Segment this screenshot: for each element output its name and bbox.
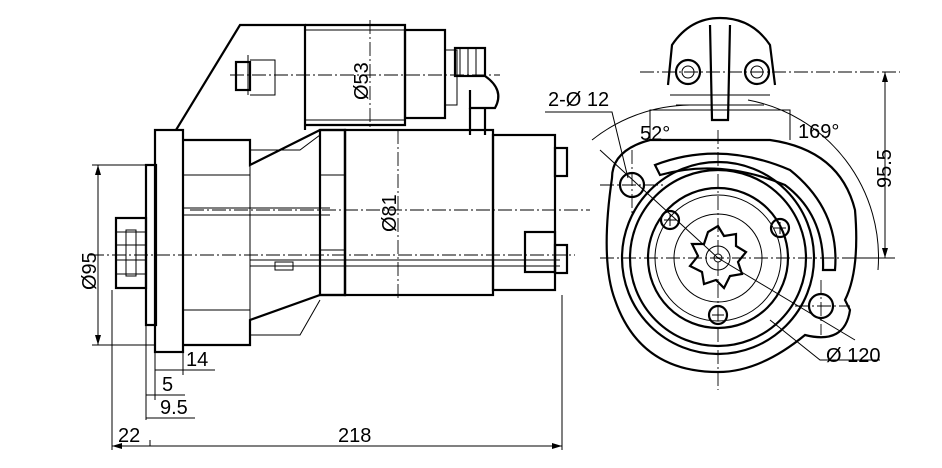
through-bolt	[250, 259, 560, 267]
side-view	[90, 20, 590, 450]
diameter-53-label: Ø53	[351, 62, 373, 100]
diameter-120-leader	[769, 319, 880, 361]
top-lug	[666, 16, 777, 86]
dim-22-label: 22	[118, 425, 140, 447]
solenoid-screw	[234, 60, 252, 92]
end-cover	[491, 133, 557, 292]
dim-218-label: 218	[338, 425, 371, 447]
dim-14-label: 14	[186, 349, 208, 371]
front-flange	[605, 138, 858, 374]
motor-yoke	[343, 128, 495, 297]
pinion	[114, 216, 148, 290]
diameter-95-label: Ø95	[79, 252, 101, 290]
dim-9-5-label: 9.5	[160, 397, 188, 419]
screw-left	[659, 209, 681, 231]
brush-holder	[523, 230, 557, 274]
pinion-gear	[688, 224, 748, 290]
angle-169-label: 169°	[798, 121, 839, 143]
angle-52-label: 52°	[640, 123, 670, 145]
holes-label: 2-Ø 12	[548, 89, 609, 111]
terminal-lead	[468, 75, 500, 110]
screw-right	[769, 217, 791, 239]
diameter-81-label: Ø81	[379, 194, 401, 232]
diameter-120-label: Ø 120	[826, 345, 880, 367]
hole-leader	[545, 111, 629, 179]
solenoid-bracket	[175, 23, 307, 131]
front-view	[545, 16, 900, 390]
mounting-flange	[153, 128, 185, 354]
dim-95-5-label: 95.5	[874, 149, 896, 188]
dim-5-label: 5	[162, 374, 173, 396]
solenoid-cap	[403, 28, 447, 120]
terminal-bolt	[453, 46, 487, 78]
